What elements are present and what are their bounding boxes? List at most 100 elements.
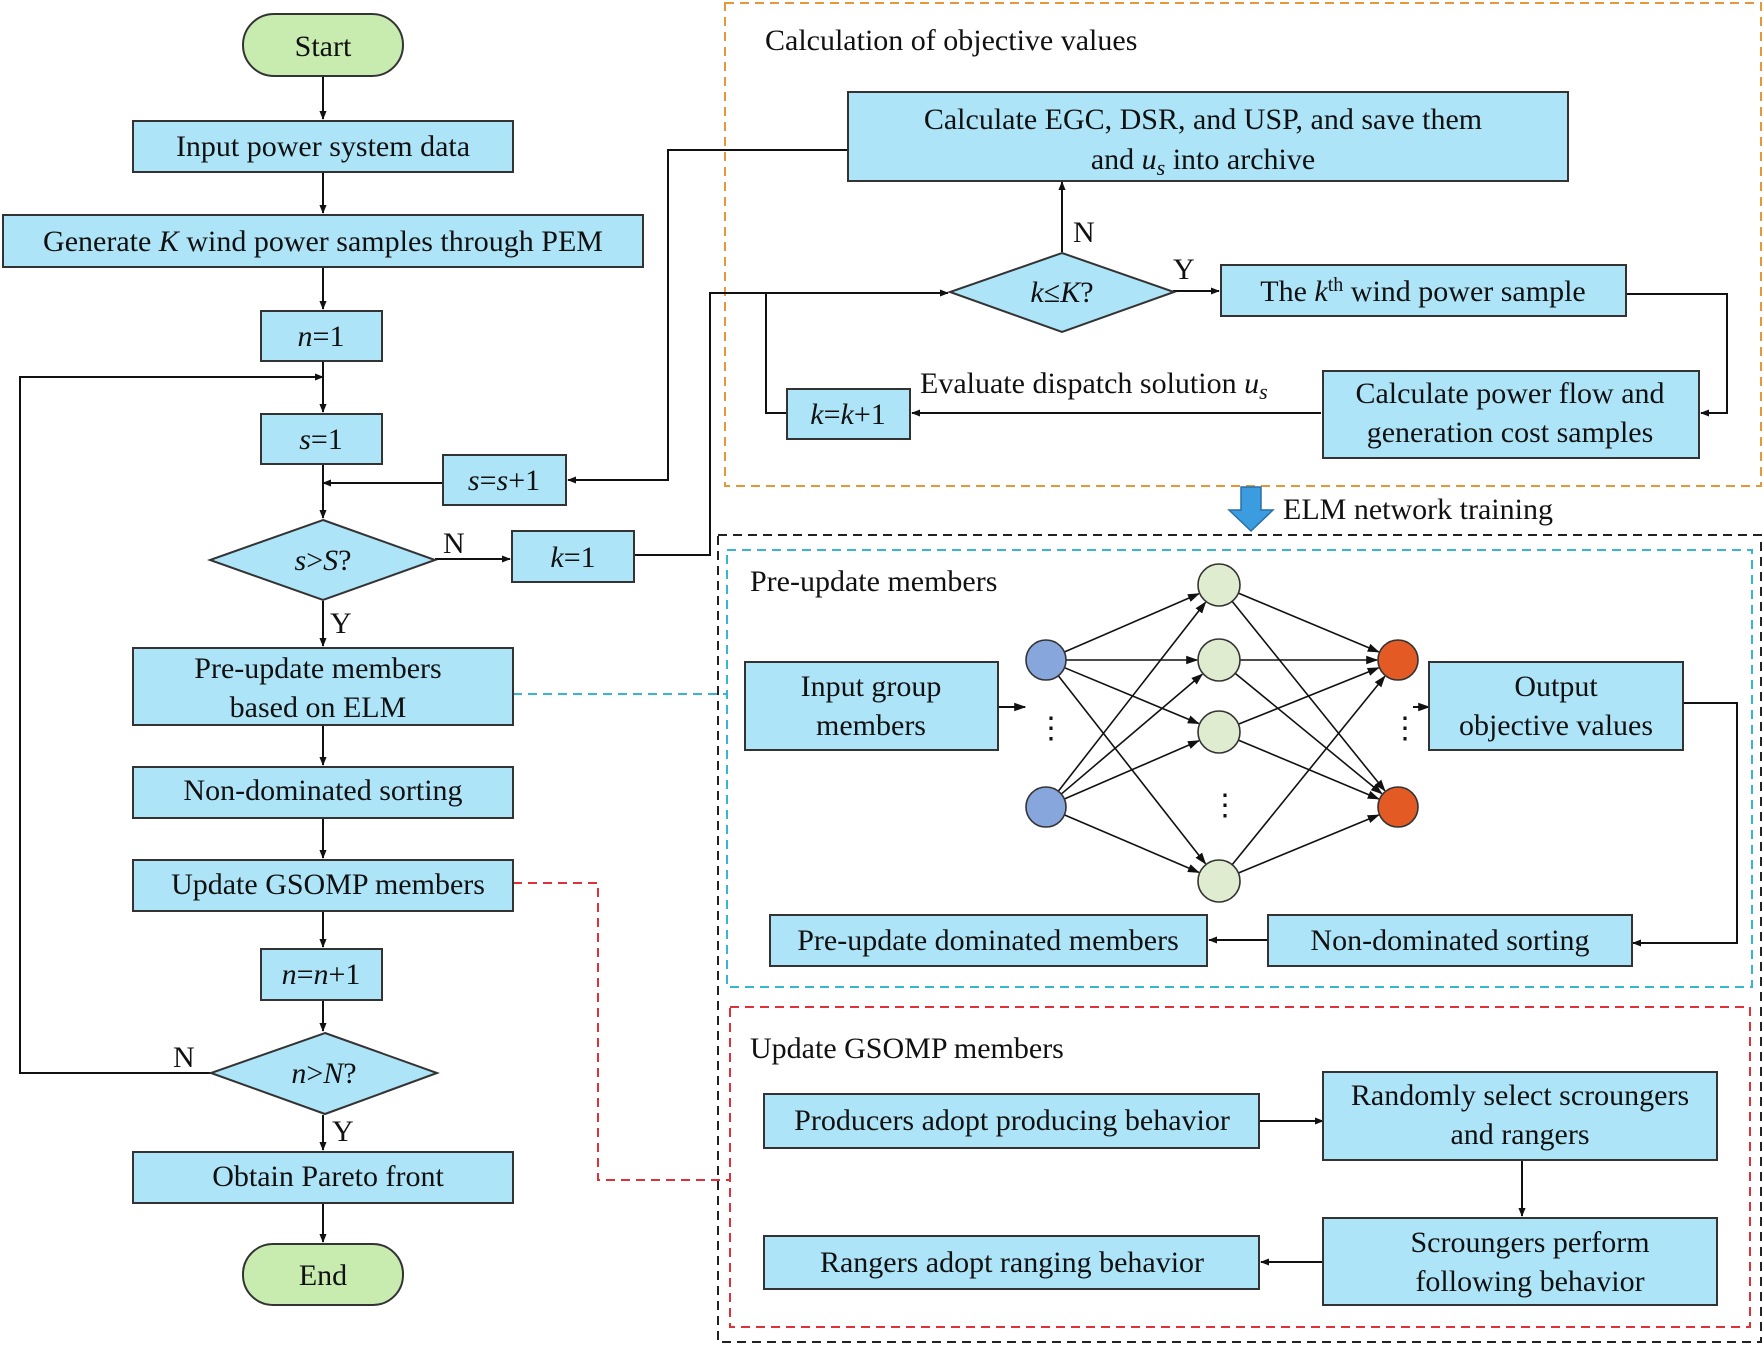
update-section-title: Update GSOMP members (750, 1032, 1064, 1065)
input-group-line2: members (816, 709, 926, 742)
nondominated-label: Non-dominated sorting (183, 774, 462, 807)
network-connection (1238, 814, 1380, 874)
pareto-box (132, 1151, 514, 1204)
wind-sample-label: The kth wind power sample (1260, 274, 1585, 308)
n-check-label: n>N? (291, 1057, 356, 1090)
dominated-members-box (769, 914, 1208, 967)
s-increment-label: s=s+1 (468, 464, 540, 497)
network-connection (1064, 593, 1200, 653)
output-neuron (1377, 786, 1419, 828)
end-label: End (299, 1259, 347, 1292)
elm-training-label: ELM network training (1283, 493, 1553, 526)
hidden-neuron (1197, 859, 1241, 903)
input-neuron (1025, 639, 1067, 681)
rangers-box (763, 1235, 1260, 1290)
network-connection (1064, 814, 1200, 874)
update-link (513, 882, 730, 1181)
n-check-y-label: Y (332, 1115, 354, 1148)
s-check-n-label: N (443, 527, 465, 560)
network-connection (1231, 675, 1386, 866)
generate-samples-box (2, 214, 644, 268)
calc-egc-box (847, 91, 1569, 182)
n-increment-box (260, 948, 383, 1001)
k-check-y-label: Y (1173, 253, 1195, 286)
objective-section-frame (724, 2, 1762, 487)
preupdate-box (132, 647, 514, 726)
input-ellipsis: ⋮ (1036, 712, 1066, 745)
input-group-line1: Input group (801, 670, 942, 703)
elm-training-arrow-icon (1227, 486, 1275, 533)
s-init-box (260, 413, 383, 465)
network-connection (1064, 666, 1200, 725)
k-increment-label: k=k+1 (810, 398, 886, 431)
randomly-select-box (1322, 1071, 1718, 1161)
power-flow-line1: Calculate power flow and (1355, 377, 1664, 410)
pareto-label: Obtain Pareto front (212, 1160, 444, 1193)
objective-section-title: Calculation of objective values (765, 24, 1137, 57)
calc-egc-line2: and us into archive (1091, 143, 1315, 180)
k-init-box (511, 530, 635, 583)
scroungers-line2: following behavior (1415, 1265, 1644, 1298)
output-objective-line2: objective values (1459, 709, 1653, 742)
nondominated-box (132, 766, 514, 819)
output-objective-line1: Output (1514, 670, 1598, 703)
input-group-box (744, 661, 999, 751)
rangers-label: Rangers adopt ranging behavior (820, 1246, 1204, 1279)
preupdate-nondominated-box (1267, 914, 1633, 967)
evaluate-label: Evaluate dispatch solution us (920, 367, 1268, 404)
network-connection (1057, 601, 1207, 792)
n-init-box (260, 310, 383, 362)
preupdate-section-frame (726, 549, 1753, 988)
network-connection (1238, 667, 1380, 725)
start-label: Start (295, 30, 352, 63)
randomly-select-line1: Randomly select scroungers (1351, 1079, 1689, 1112)
update-gsomp-box (132, 859, 514, 912)
network-connection (1060, 673, 1204, 795)
network-connection (1238, 592, 1380, 653)
producers-box (763, 1093, 1260, 1149)
n-increment-label: n=n+1 (282, 958, 361, 991)
power-flow-line2: generation cost samples (1367, 416, 1654, 449)
elm-section-frame (717, 534, 1762, 1343)
update-section-frame (729, 1006, 1751, 1328)
n-check-n-label: N (173, 1041, 195, 1074)
s-check-label: s>S? (295, 544, 352, 577)
calc-egc-line1: Calculate EGC, DSR, and USP, and save th… (924, 103, 1482, 136)
k-check-decision (946, 251, 1178, 334)
k-check-n-label: N (1073, 216, 1095, 249)
power-flow-box (1322, 370, 1700, 459)
n-init-label: n=1 (298, 320, 345, 353)
preupdate-line2: based on ELM (230, 691, 407, 724)
scroungers-line1: Scroungers perform (1410, 1226, 1649, 1259)
hidden-neuron (1197, 563, 1241, 607)
hidden-neuron (1197, 638, 1241, 682)
output-objective-box (1428, 661, 1684, 751)
network-connection (1064, 740, 1200, 800)
hidden-ellipsis: ⋮ (1210, 789, 1240, 822)
k-check-label: k≤K? (1030, 276, 1093, 309)
s-increment-box (442, 454, 567, 506)
k-init-label: k=1 (550, 541, 595, 574)
update-gsomp-label: Update GSOMP members (171, 868, 485, 901)
network-connection (1234, 672, 1383, 795)
randomly-select-line2: and rangers (1450, 1118, 1589, 1151)
start-terminal (242, 13, 404, 77)
end-terminal (242, 1243, 404, 1306)
preupdate-section-title: Pre-update members (750, 565, 997, 598)
output-ellipsis: ⋮ (1390, 712, 1420, 745)
input-data-label: Input power system data (176, 130, 470, 163)
dominated-members-label: Pre-update dominated members (797, 924, 1179, 957)
s-init-label: s=1 (299, 423, 343, 456)
wind-sample-box (1220, 264, 1627, 317)
s-check-decision (207, 518, 438, 602)
generate-samples-label: Generate K wind power samples through PE… (43, 225, 603, 258)
s-check-y-label: Y (330, 607, 352, 640)
producers-label: Producers adopt producing behavior (794, 1104, 1230, 1137)
hidden-neuron (1197, 710, 1241, 754)
n-check-decision (208, 1031, 440, 1116)
k-increment-box (786, 388, 911, 440)
elm-network: ⋮ ⋮ ⋮ (1025, 563, 1420, 903)
preupdate-nondominated-label: Non-dominated sorting (1310, 924, 1589, 957)
input-neuron (1025, 786, 1067, 828)
scroungers-box (1322, 1217, 1718, 1306)
